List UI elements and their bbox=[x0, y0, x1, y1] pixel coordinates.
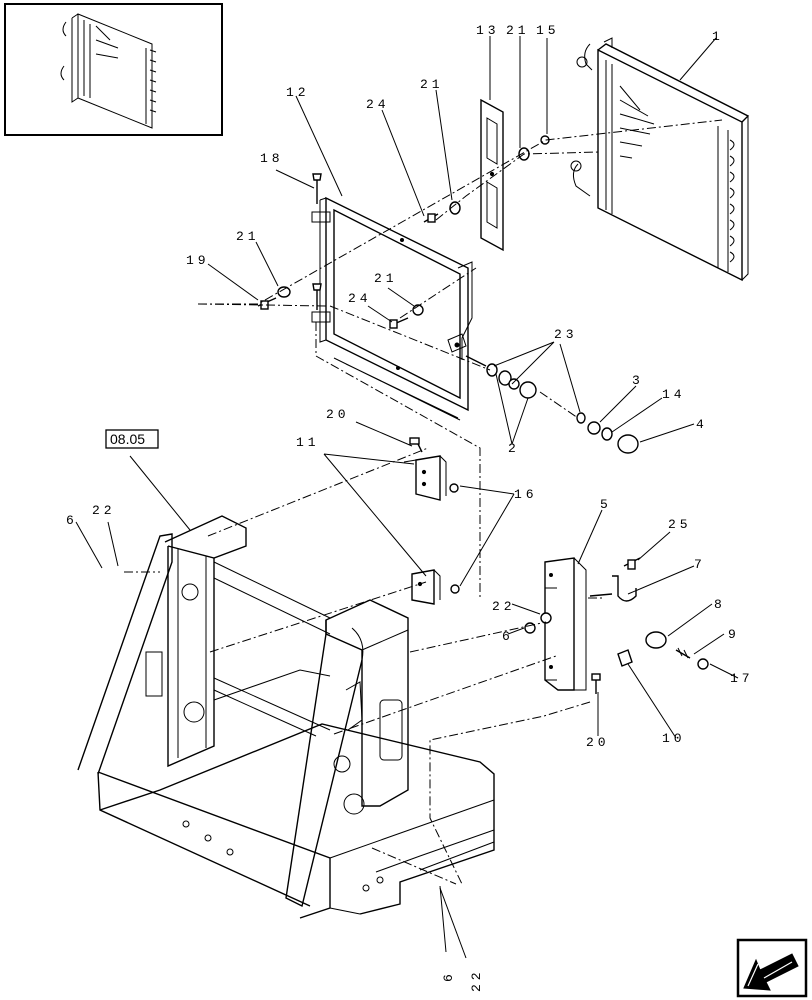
reference-label: 08.05 bbox=[110, 431, 145, 447]
callout-21-top: 21 bbox=[506, 23, 530, 38]
bracket-strip-part bbox=[480, 98, 504, 252]
callout-21-mid: 21 bbox=[420, 77, 444, 92]
support-frame-part bbox=[77, 515, 495, 919]
callout-6-left: 6 bbox=[66, 513, 78, 528]
callout-22-bottom: 22 bbox=[469, 968, 484, 992]
callout-14: 14 bbox=[662, 387, 686, 402]
thumbnail-inset[interactable] bbox=[4, 3, 223, 136]
callout-6-mid: 6 bbox=[502, 629, 514, 644]
radiator-thumbnail-icon bbox=[60, 13, 157, 129]
callout-16: 16 bbox=[514, 487, 538, 502]
leader-lines bbox=[75, 36, 739, 959]
bracket-part bbox=[403, 437, 460, 605]
callout-2: 2 bbox=[508, 441, 520, 456]
callout-4: 4 bbox=[696, 417, 708, 432]
callout-22-mid: 22 bbox=[492, 599, 516, 614]
callout-20-top: 20 bbox=[326, 407, 350, 422]
callout-21-low: 21 bbox=[374, 271, 398, 286]
callout-22-left: 22 bbox=[92, 503, 116, 518]
navigation-arrow-icon[interactable] bbox=[736, 938, 808, 998]
callout-10: 10 bbox=[662, 731, 686, 746]
hardware-parts bbox=[257, 135, 639, 454]
callout-9: 9 bbox=[728, 627, 740, 642]
callout-15: 15 bbox=[536, 23, 560, 38]
callout-13: 13 bbox=[476, 23, 500, 38]
callout-21-left: 21 bbox=[236, 229, 260, 244]
callout-18: 18 bbox=[260, 151, 284, 166]
callout-labels: 1 13 21 15 12 24 21 18 21 19 21 24 23 3 … bbox=[66, 23, 754, 992]
callout-6-bottom: 6 bbox=[441, 970, 456, 982]
frame-part bbox=[311, 196, 473, 421]
callout-12: 12 bbox=[286, 85, 310, 100]
callout-3: 3 bbox=[632, 373, 644, 388]
callout-17: 17 bbox=[730, 671, 754, 686]
callout-5: 5 bbox=[600, 497, 612, 512]
callout-7: 7 bbox=[694, 557, 706, 572]
callout-25: 25 bbox=[668, 517, 692, 532]
callout-11: 11 bbox=[296, 435, 320, 450]
assembly-lines bbox=[124, 119, 723, 885]
callout-20-low: 20 bbox=[586, 735, 610, 750]
callout-1: 1 bbox=[712, 29, 724, 44]
reference-box[interactable]: 08.05 bbox=[105, 429, 159, 449]
callout-24-low: 24 bbox=[348, 291, 372, 306]
callout-23: 23 bbox=[554, 327, 578, 342]
callout-8: 8 bbox=[714, 597, 726, 612]
callout-24-top: 24 bbox=[366, 97, 390, 112]
side-bracket-part bbox=[524, 557, 709, 694]
radiator-part bbox=[570, 37, 750, 282]
callout-19: 19 bbox=[186, 253, 210, 268]
